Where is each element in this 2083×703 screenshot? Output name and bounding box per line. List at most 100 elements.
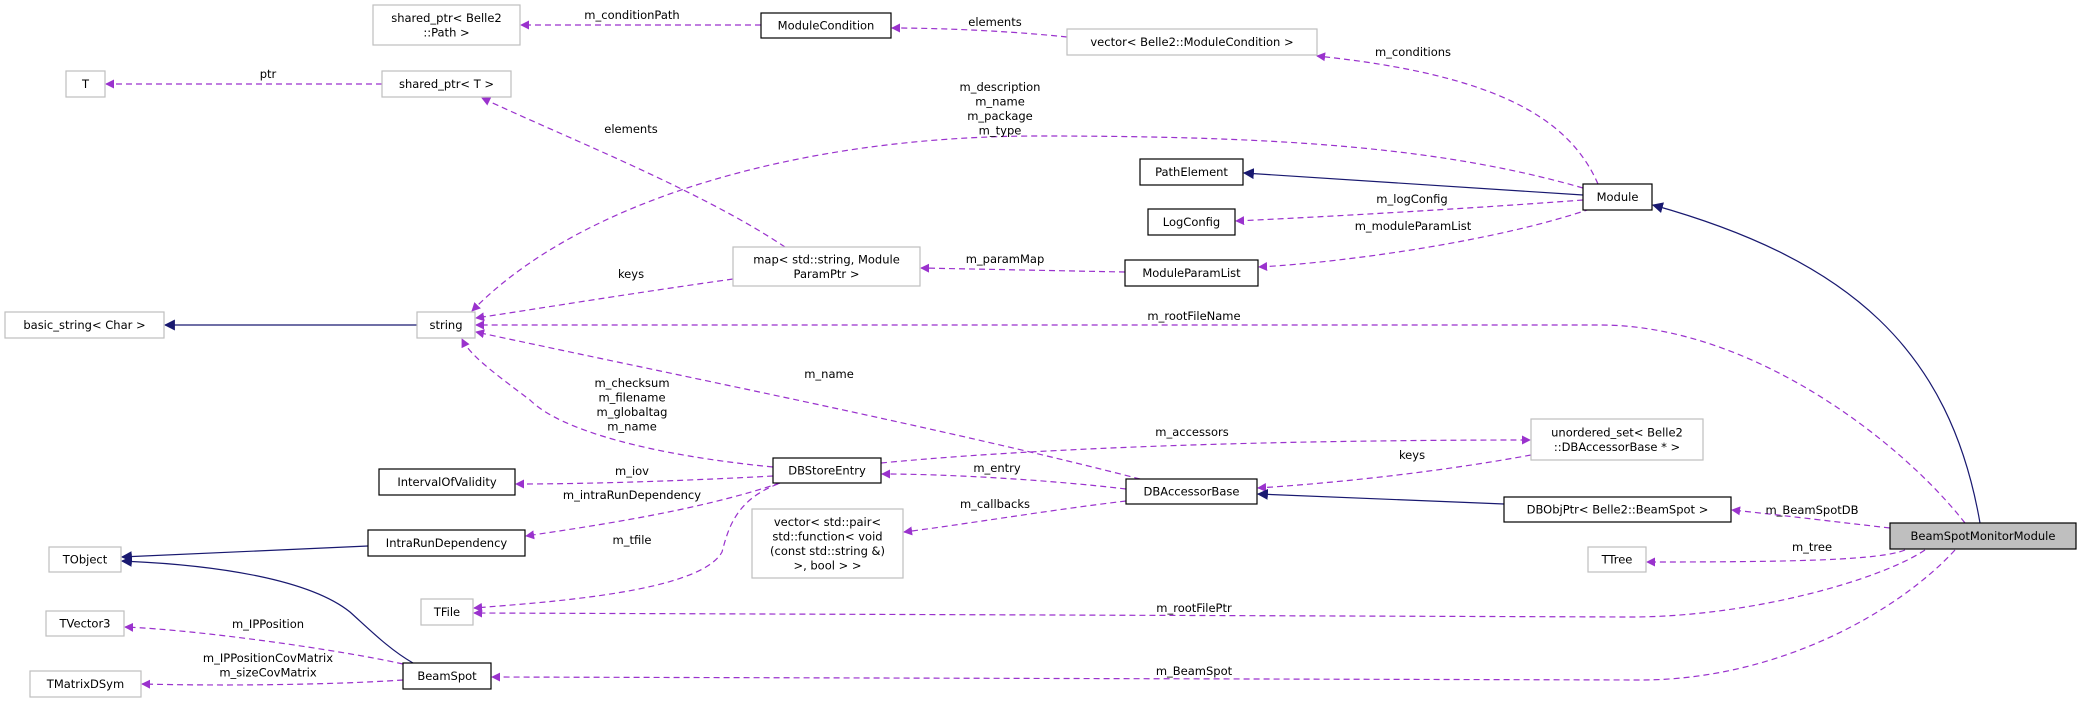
usage-line bbox=[1258, 208, 1591, 272]
class-node-interval-of-validity[interactable]: IntervalOfValidity bbox=[378, 468, 516, 496]
usage-edge-module-to-log_config: m_logConfig bbox=[1235, 192, 1584, 226]
edge-label: m_name bbox=[975, 95, 1025, 109]
class-node-vector-module-condition: vector< Belle2::ModuleCondition > bbox=[1066, 28, 1318, 56]
class-name: shared_ptr< T > bbox=[399, 77, 494, 91]
edge-label: m_IPPositionCovMatrix bbox=[203, 651, 333, 665]
edge-label: m_entry bbox=[973, 461, 1021, 475]
inheritance-edge-beam_spot_monitor_module-to-module bbox=[1651, 202, 1981, 524]
class-name: IntraRunDependency bbox=[386, 536, 508, 550]
usage-edge-map_param-to-string: keys bbox=[475, 267, 734, 322]
edge-label: m_iov bbox=[615, 464, 649, 478]
usage-line bbox=[475, 320, 1966, 524]
class-node-db-accessor-base[interactable]: DBAccessorBase bbox=[1125, 478, 1258, 505]
class-box bbox=[420, 598, 474, 626]
class-box bbox=[48, 546, 122, 573]
usage-line bbox=[475, 329, 1141, 480]
class-box bbox=[1139, 158, 1244, 186]
class-node-tmatrixdsym: TMatrixDSym bbox=[29, 670, 142, 698]
edge-label: m_name bbox=[607, 420, 657, 434]
usage-edge-db_accessor_base-to-string: m_name bbox=[475, 329, 1141, 480]
inheritance-edge-db_obj_ptr-to-db_accessor_base bbox=[1256, 488, 1505, 505]
class-name: BeamSpotMonitorModule bbox=[1911, 529, 2056, 543]
class-node-db-store-entry[interactable]: DBStoreEntry bbox=[772, 457, 882, 484]
class-box bbox=[416, 311, 476, 339]
usage-edge-db_store_entry-to-unordered_set: m_accessors bbox=[880, 425, 1531, 464]
edge-label: m_conditions bbox=[1375, 45, 1451, 59]
edge-label: keys bbox=[1399, 448, 1425, 462]
inheritance-line bbox=[1256, 488, 1505, 505]
usage-edge-beam_spot_monitor_module-to-ttree: m_tree bbox=[1646, 540, 1906, 567]
class-box bbox=[1503, 496, 1732, 523]
class-node-shared-ptr-path: shared_ptr< Belle2::Path > bbox=[372, 4, 521, 46]
class-node-path-element[interactable]: PathElement bbox=[1139, 158, 1244, 186]
class-box bbox=[1587, 546, 1647, 573]
usage-line bbox=[525, 482, 781, 540]
edge-label: m_logConfig bbox=[1376, 192, 1447, 206]
usage-edge-shared_ptr_t-to-t: ptr bbox=[105, 67, 382, 89]
usage-line bbox=[141, 679, 404, 689]
usage-line bbox=[880, 435, 1531, 464]
class-box bbox=[1125, 478, 1258, 505]
class-name: std::function< void bbox=[772, 529, 882, 543]
class-name: >, bool > > bbox=[793, 558, 861, 572]
class-name: map< std::string, Module bbox=[753, 252, 900, 266]
edge-label: m_paramMap bbox=[966, 252, 1045, 266]
usage-edge-db_accessor_base-to-db_store_entry: m_entry bbox=[881, 461, 1127, 490]
usage-line bbox=[881, 469, 1127, 490]
usage-edge-map_param-to-shared_ptr_t: elements bbox=[481, 97, 786, 248]
class-name: vector< Belle2::ModuleCondition > bbox=[1090, 35, 1293, 49]
usage-line bbox=[473, 549, 1926, 618]
class-node-unordered-set: unordered_set< Belle2::DBAccessorBase * … bbox=[1530, 418, 1704, 461]
class-box bbox=[732, 246, 921, 287]
edge-label: m_rootFileName bbox=[1147, 309, 1240, 323]
usage-line bbox=[461, 338, 774, 468]
edge-label: m_type bbox=[979, 124, 1022, 138]
edge-label: m_tree bbox=[1792, 540, 1832, 554]
class-name: vector< std::pair< bbox=[774, 515, 881, 529]
class-box bbox=[45, 610, 125, 637]
inheritance-line bbox=[120, 555, 414, 664]
class-node-vector-pair: vector< std::pair<std::function< void(co… bbox=[751, 508, 904, 579]
class-name: Module bbox=[1597, 190, 1639, 204]
class-name: BeamSpot bbox=[417, 669, 477, 683]
class-node-log-config[interactable]: LogConfig bbox=[1147, 208, 1236, 236]
usage-edge-beam_spot_monitor_module-to-beam_spot: m_BeamSpot bbox=[491, 549, 1956, 682]
class-node-tfile: TFile bbox=[420, 598, 474, 626]
class-name: DBAccessorBase bbox=[1144, 485, 1240, 499]
inheritance-line bbox=[1242, 168, 1584, 196]
edge-label: m_package bbox=[967, 109, 1033, 123]
class-node-beam-spot-monitor-module[interactable]: BeamSpotMonitorModule bbox=[1889, 522, 2077, 550]
class-box bbox=[760, 12, 892, 39]
edge-label: m_BeamSpotDB bbox=[1765, 503, 1858, 517]
edge-label: elements bbox=[604, 122, 657, 136]
edge-label: ptr bbox=[260, 67, 277, 81]
class-node-tvector3: TVector3 bbox=[45, 610, 125, 637]
class-node-t: T bbox=[65, 70, 106, 98]
edge-label: m_sizeCovMatrix bbox=[219, 666, 317, 680]
class-box bbox=[751, 508, 904, 579]
usage-line bbox=[515, 475, 774, 489]
class-box bbox=[381, 70, 512, 98]
usage-line bbox=[1646, 549, 1906, 567]
usage-line bbox=[920, 263, 1126, 273]
edge-label: m_globaltag bbox=[597, 405, 668, 419]
usage-edge-beam_spot_monitor_module-to-string: m_rootFileName bbox=[475, 309, 1966, 524]
usage-edge-db_store_entry-to-interval_of_validity: m_iov bbox=[515, 464, 774, 489]
class-node-string: string bbox=[416, 311, 476, 339]
class-node-intra-run-dependency[interactable]: IntraRunDependency bbox=[367, 529, 526, 557]
edge-label: m_rootFilePtr bbox=[1156, 601, 1232, 615]
class-node-db-obj-ptr[interactable]: DBObjPtr< Belle2::BeamSpot > bbox=[1503, 496, 1732, 523]
class-box bbox=[65, 70, 106, 98]
class-box bbox=[367, 529, 526, 557]
class-node-beam-spot[interactable]: BeamSpot bbox=[402, 662, 492, 690]
class-box bbox=[4, 311, 165, 339]
usage-edge-unordered_set-to-db_accessor_base: keys bbox=[1257, 448, 1532, 492]
inheritance-edge-intra_run_dependency-to-tobject bbox=[120, 545, 369, 563]
edge-label: m_moduleParamList bbox=[1355, 219, 1472, 233]
usage-edge-beam_spot_monitor_module-to-db_obj_ptr: m_BeamSpotDB bbox=[1731, 503, 1891, 529]
class-node-module-condition[interactable]: ModuleCondition bbox=[760, 12, 892, 39]
nodes-layer: shared_ptr< Belle2::Path > ModuleConditio… bbox=[4, 4, 2077, 698]
class-node-module-param-list[interactable]: ModuleParamList bbox=[1124, 259, 1259, 287]
class-node-module[interactable]: Module bbox=[1582, 183, 1653, 211]
